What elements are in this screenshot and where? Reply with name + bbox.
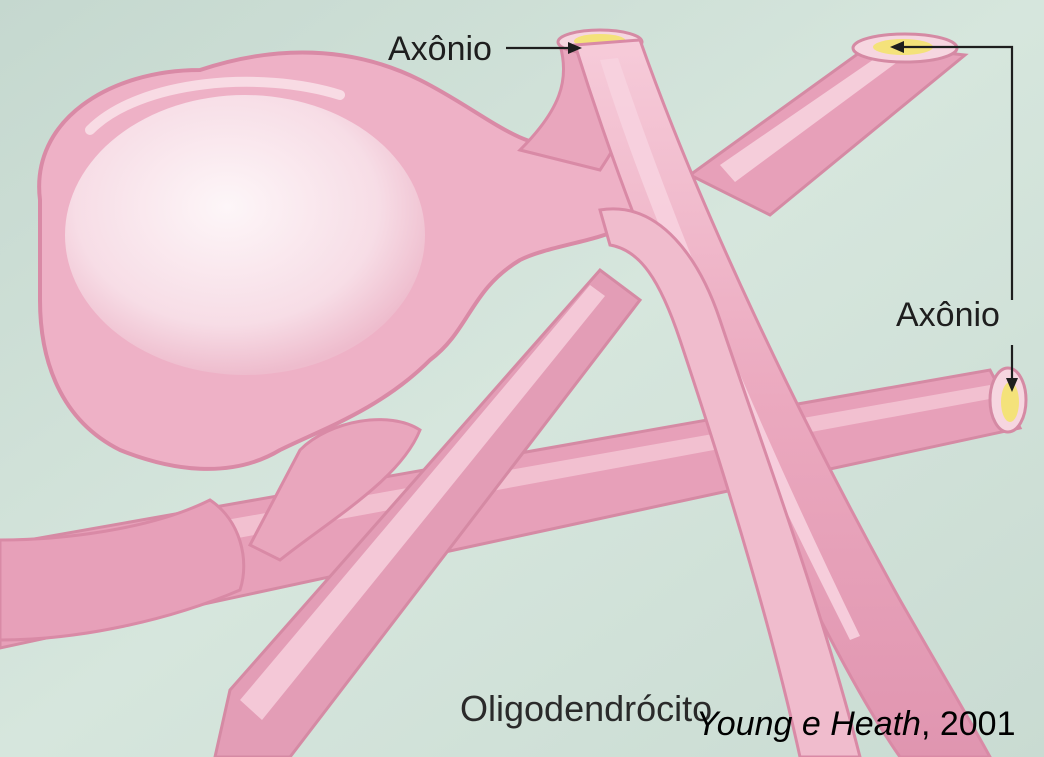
citation: Young e Heath, 2001 xyxy=(696,705,1016,744)
citation-year: , 2001 xyxy=(921,705,1016,743)
oligodendrocyte-label: Oligodendrócito xyxy=(460,688,712,730)
axon-label-right: Axônio xyxy=(896,296,1000,335)
axon-core-right xyxy=(1001,382,1019,422)
citation-authors: Young e Heath xyxy=(696,705,921,743)
axon-label-top: Axônio xyxy=(388,30,492,69)
nucleus xyxy=(65,95,425,375)
